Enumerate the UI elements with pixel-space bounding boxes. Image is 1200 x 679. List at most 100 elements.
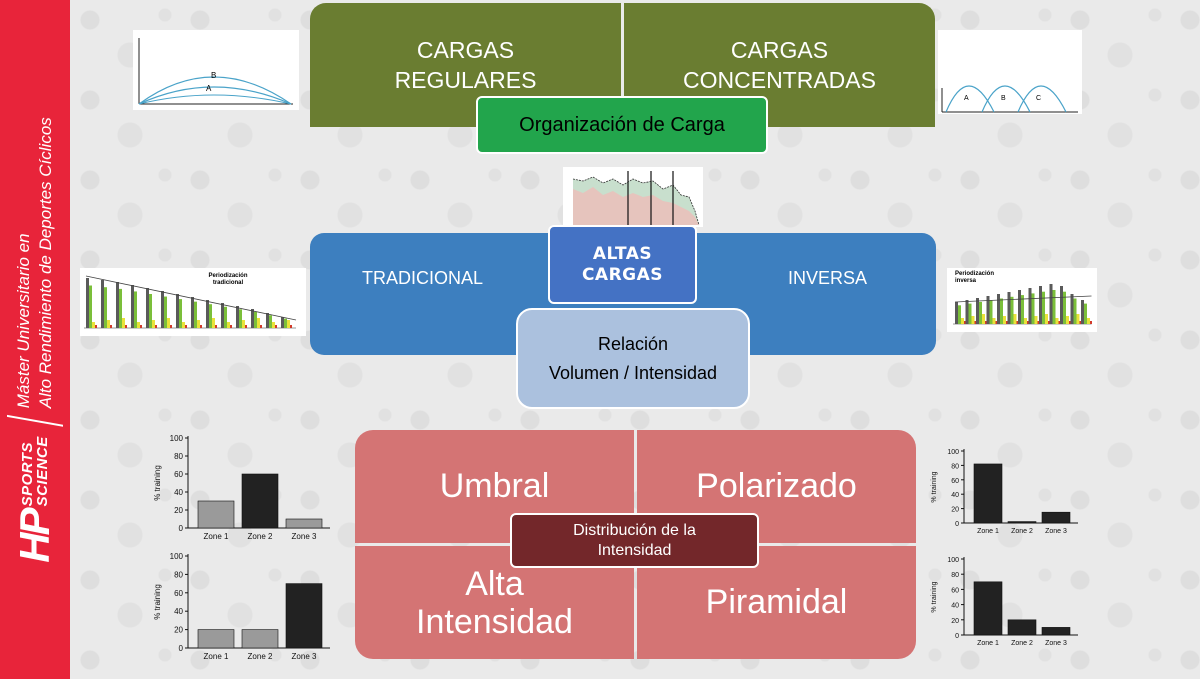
y-tick-label: 80 [951,572,959,579]
intensity-distribution-label: Distribución de la Intensidad [510,513,759,568]
y-tick-label: 20 [174,626,183,635]
period-bar-yellow [272,322,275,328]
traditional-label: TRADICIONAL [361,267,484,288]
period-bar-volume [1007,292,1011,324]
period-bar-volume [116,282,119,328]
period-bar-green [209,304,212,328]
y-tick-label: 0 [179,644,184,653]
period-bar-green [194,301,197,328]
zone-bar [973,581,1003,636]
x-tick-label: Zone 3 [1045,528,1067,535]
period-bar-green [179,299,182,328]
period-bar-red [1079,321,1082,324]
volume-intensity-relation-label: Relación Volumen / Intensidad [516,308,750,409]
period-bar-yellow [167,318,170,328]
period-bar-yellow [971,316,975,324]
period-bar-green [1084,303,1087,324]
period-bar-yellow [212,318,215,328]
x-tick-label: Zone 3 [1045,640,1067,647]
period-bar-green [1031,293,1035,324]
y-tick-label: 40 [951,603,959,610]
period-bar-volume [1049,284,1053,324]
period-bar-red [995,321,998,324]
zone-bar [285,583,323,649]
period-bar-yellow [1066,316,1069,324]
zone-bar [1041,627,1071,636]
period-bar-green [1042,291,1045,324]
period-bar-volume [236,306,239,328]
period-bar-red [1048,321,1050,324]
sidebar: HP SPORTS SCIENCE Máster Universitario e… [0,0,70,679]
period-bar-green [89,285,92,328]
traditional-chart-title-1: Periodización [208,273,247,279]
logo-line-2: SCIENCE [34,436,51,507]
zone-bar [973,463,1003,524]
period-bar-red [125,325,127,328]
y-axis-label: % training [153,584,162,620]
y-tick-label: 60 [951,478,959,485]
period-bar-volume [986,296,990,324]
concentrated-loads-box: CARGAS CONCENTRADAS [624,3,935,127]
period-bar-volume [976,298,979,324]
y-tick-label: 0 [179,524,184,533]
period-bar-red [1037,321,1040,324]
period-bar-green [1052,290,1056,324]
logo-hp: HP [11,510,58,563]
period-bar-red [95,325,97,328]
y-tick-label: 80 [951,463,959,470]
high-intensity-line-1: Alta [465,564,524,603]
period-bar-green [1021,295,1024,324]
period-bar-red [974,321,977,324]
period-bar-yellow [122,318,125,328]
period-bar-green [149,294,152,328]
period-bar-volume [161,291,164,328]
period-bar-red [290,325,292,328]
period-bar-yellow [1055,318,1059,324]
y-tick-label: 100 [170,434,184,443]
period-bar-green [968,303,972,324]
curve-label-a: A [206,84,212,93]
period-bar-red [170,325,172,328]
traditional-chart-title-2: tradicional [213,280,244,286]
y-axis-label: % training [931,581,938,612]
zone-bar [241,473,279,529]
period-bar-yellow [982,314,985,324]
period-bar-red [1069,321,1071,324]
curve-label-a: A [964,95,969,102]
period-bar-red [200,325,202,328]
x-tick-label: Zone 2 [248,652,273,661]
y-tick-label: 40 [174,488,183,497]
period-bar-red [185,325,187,328]
period-bar-volume [1081,300,1084,324]
y-tick-label: 60 [951,587,959,594]
period-bar-green [254,311,257,328]
period-bar-red [964,321,966,324]
period-bar-yellow [92,322,95,328]
y-tick-label: 100 [947,557,959,564]
x-tick-label: Zone 2 [1011,528,1033,535]
period-bar-red [1027,321,1029,324]
zone-bar [241,629,279,649]
period-bar-volume [281,317,284,328]
period-bar-volume [176,294,179,328]
period-bar-yellow [137,322,140,328]
period-bar-red [1006,321,1008,324]
period-bar-yellow [152,320,155,328]
y-tick-label: 40 [174,607,183,616]
period-bar-yellow [992,318,996,324]
regular-loads-line-2: REGULARES [394,67,537,93]
period-bar-volume [997,294,1000,324]
period-bar-green [1073,298,1077,324]
period-bar-yellow [1087,318,1090,324]
program-title: Máster Universitario en Alto Rendimiento… [13,117,57,408]
curve-label-b: B [1001,95,1006,102]
zone-bar [1041,511,1071,524]
period-bar-green [1010,296,1014,324]
period-bar-green [958,305,961,324]
inverse-periodization-figure: Periodización inversa [947,268,1097,332]
y-tick-label: 20 [174,506,183,515]
zone-bar [1007,619,1037,636]
period-bar-volume [251,309,254,328]
period-bar-yellow [182,322,185,328]
